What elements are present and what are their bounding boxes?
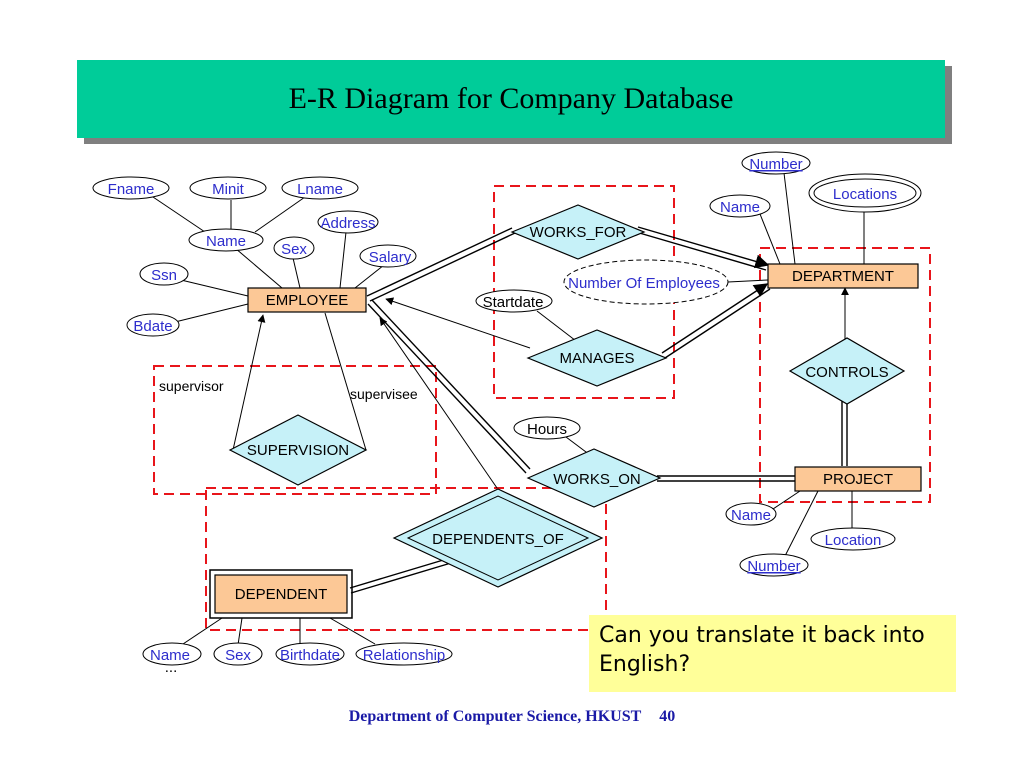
- attr-department-number-of-employees[interactable]: Number Of Employees: [563, 259, 729, 305]
- attr-department-locations[interactable]: Locations: [808, 173, 922, 213]
- entity-project[interactable]: PROJECT: [794, 466, 922, 492]
- svg-text:Startdate: Startdate: [483, 294, 544, 311]
- entity-dependent[interactable]: DEPENDENT: [209, 569, 353, 619]
- attr-dependent-sex[interactable]: Sex: [213, 642, 263, 666]
- role-supervisee-label: supervisee: [350, 386, 418, 402]
- attr-department-name[interactable]: Name: [709, 194, 771, 218]
- attr-dependent-birthdate[interactable]: Birthdate: [275, 642, 345, 666]
- role-supervisor-label: supervisor: [159, 378, 224, 394]
- svg-text:Name: Name: [731, 507, 771, 524]
- attr-dependent-name[interactable]: Name ...: [142, 642, 202, 676]
- attr-works-on-hours[interactable]: Hours: [513, 416, 581, 440]
- svg-text:Ssn: Ssn: [151, 267, 177, 284]
- attr-employee-minit[interactable]: Minit: [189, 176, 267, 200]
- svg-text:Number: Number: [749, 156, 802, 173]
- svg-text:Bdate: Bdate: [133, 318, 172, 335]
- attr-employee-sex[interactable]: Sex: [273, 236, 315, 260]
- relationship-manages-label: MANAGES: [559, 350, 634, 367]
- svg-text:Locations: Locations: [833, 186, 897, 203]
- attr-employee-bdate[interactable]: Bdate: [126, 313, 180, 337]
- attr-project-number[interactable]: Number: [739, 553, 809, 577]
- attr-department-number[interactable]: Number: [741, 151, 811, 175]
- svg-text:Address: Address: [320, 215, 375, 232]
- entity-employee-label: EMPLOYEE: [266, 292, 349, 309]
- svg-text:Name: Name: [150, 647, 190, 664]
- relationship-supervision[interactable]: SUPERVISION: [228, 414, 368, 486]
- attr-dependent-relationship[interactable]: Relationship: [355, 642, 453, 666]
- relationship-works-on-label: WORKS_ON: [553, 471, 641, 488]
- dashed-box-supervision: [153, 365, 437, 495]
- svg-text:Sex: Sex: [225, 647, 251, 664]
- svg-text:Minit: Minit: [212, 181, 245, 198]
- relationship-works-for-label: WORKS_FOR: [530, 224, 627, 241]
- svg-text:Hours: Hours: [527, 421, 567, 438]
- relationship-dependents-of-label: DEPENDENTS_OF: [432, 531, 564, 548]
- attr-dependent-more-dots: ...: [165, 659, 178, 676]
- svg-text:Number: Number: [747, 558, 800, 575]
- svg-text:Salary: Salary: [369, 249, 412, 266]
- page-title: E-R Diagram for Company Database: [288, 82, 734, 115]
- svg-text:Birthdate: Birthdate: [280, 647, 340, 664]
- attr-employee-ssn[interactable]: Ssn: [139, 262, 189, 286]
- entity-dependent-label: DEPENDENT: [235, 586, 328, 603]
- attr-employee-fname[interactable]: Fname: [92, 176, 170, 200]
- svg-text:Name: Name: [206, 233, 246, 250]
- dashed-group-boxes: [153, 185, 931, 631]
- attr-employee-name[interactable]: Name: [188, 228, 264, 252]
- entity-department[interactable]: DEPARTMENT: [767, 263, 919, 289]
- entity-project-label: PROJECT: [823, 471, 893, 488]
- relationship-works-for[interactable]: WORKS_FOR: [510, 204, 646, 260]
- footer: Department of Computer Science, HKUST 40: [0, 708, 1024, 726]
- dashed-box-department-project: [759, 247, 931, 503]
- relationship-dependents-of[interactable]: DEPENDENTS_OF: [392, 488, 604, 588]
- relationship-works-on[interactable]: WORKS_ON: [526, 448, 662, 508]
- svg-text:Lname: Lname: [297, 181, 343, 198]
- title-bar: E-R Diagram for Company Database: [77, 60, 945, 138]
- svg-text:Location: Location: [825, 532, 882, 549]
- connector-lines: [152, 172, 865, 647]
- relationship-manages[interactable]: MANAGES: [526, 329, 668, 387]
- attr-project-name[interactable]: Name: [725, 502, 777, 526]
- attr-project-location[interactable]: Location: [810, 527, 896, 551]
- relationship-controls[interactable]: CONTROLS: [788, 337, 906, 405]
- entity-employee[interactable]: EMPLOYEE: [247, 287, 367, 313]
- question-text: Can you translate it back into English?: [599, 623, 925, 677]
- svg-text:Number Of Employees: Number Of Employees: [568, 275, 720, 292]
- question-callout: Can you translate it back into English?: [589, 615, 956, 692]
- entity-department-label: DEPARTMENT: [792, 268, 894, 285]
- double-lines: [349, 226, 848, 594]
- svg-text:Name: Name: [720, 199, 760, 216]
- relationship-supervision-label: SUPERVISION: [247, 442, 349, 459]
- relationship-controls-label: CONTROLS: [805, 364, 888, 381]
- footer-text: Department of Computer Science, HKUST: [348, 708, 642, 725]
- attr-employee-address[interactable]: Address: [317, 210, 379, 234]
- dashed-box-dependent: [205, 487, 607, 631]
- svg-text:Fname: Fname: [108, 181, 155, 198]
- svg-text:Sex: Sex: [281, 241, 307, 258]
- page-number: 40: [659, 708, 676, 725]
- svg-text:Relationship: Relationship: [363, 647, 446, 664]
- attr-manages-startdate[interactable]: Startdate: [475, 289, 553, 313]
- attr-employee-lname[interactable]: Lname: [281, 176, 359, 200]
- attr-employee-salary[interactable]: Salary: [359, 244, 417, 268]
